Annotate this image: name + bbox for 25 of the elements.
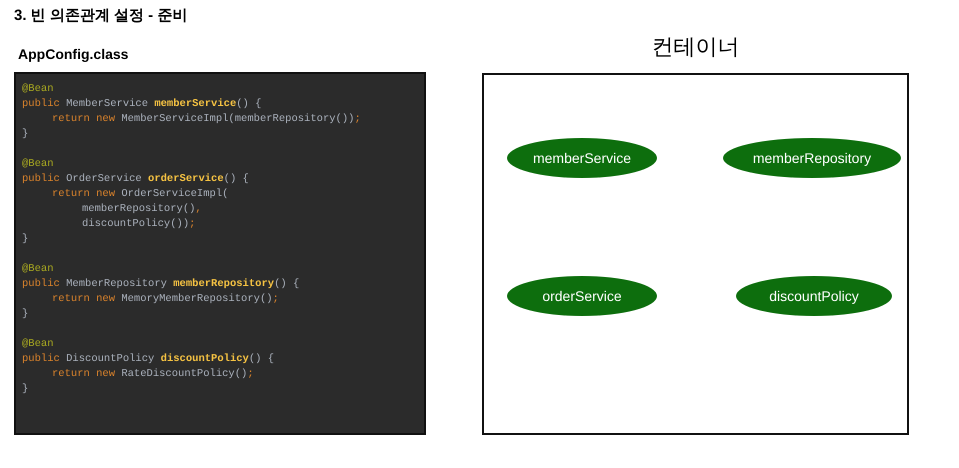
bean-ellipse: memberRepository bbox=[723, 138, 901, 178]
code-line: discountPolicy()); bbox=[82, 217, 196, 232]
code-line: public MemberRepository memberRepository() { bbox=[22, 277, 300, 292]
code-line: @Bean bbox=[22, 82, 54, 97]
title: 3. 빈 의존관계 설정 - 준비 bbox=[14, 6, 188, 25]
code-line: } bbox=[22, 232, 28, 247]
code-line: } bbox=[22, 307, 28, 322]
bean-ellipse: discountPolicy bbox=[736, 276, 892, 316]
code-line: public OrderService orderService() { bbox=[22, 172, 249, 187]
container-heading: 컨테이너 bbox=[650, 33, 740, 61]
code-line: return new MemberServiceImpl(memberRepository()); bbox=[52, 112, 361, 127]
code-line: } bbox=[22, 127, 28, 142]
code-line: memberRepository(), bbox=[82, 202, 202, 217]
code-line: public MemberService memberService() { bbox=[22, 97, 262, 112]
code-line: return new OrderServiceImpl( bbox=[52, 187, 228, 202]
code-line: @Bean bbox=[22, 157, 54, 172]
code-line: @Bean bbox=[22, 337, 54, 352]
code-line: return new RateDiscountPolicy(); bbox=[52, 367, 254, 382]
code-line: return new MemoryMemberRepository(); bbox=[52, 292, 279, 307]
code-line: } bbox=[22, 382, 28, 397]
bean-ellipse: orderService bbox=[507, 276, 657, 316]
code-line: @Bean bbox=[22, 262, 54, 277]
bean-ellipse: memberService bbox=[507, 138, 657, 178]
code-line: public DiscountPolicy discountPolicy() { bbox=[22, 352, 274, 367]
code-heading: AppConfig.class bbox=[18, 46, 128, 62]
